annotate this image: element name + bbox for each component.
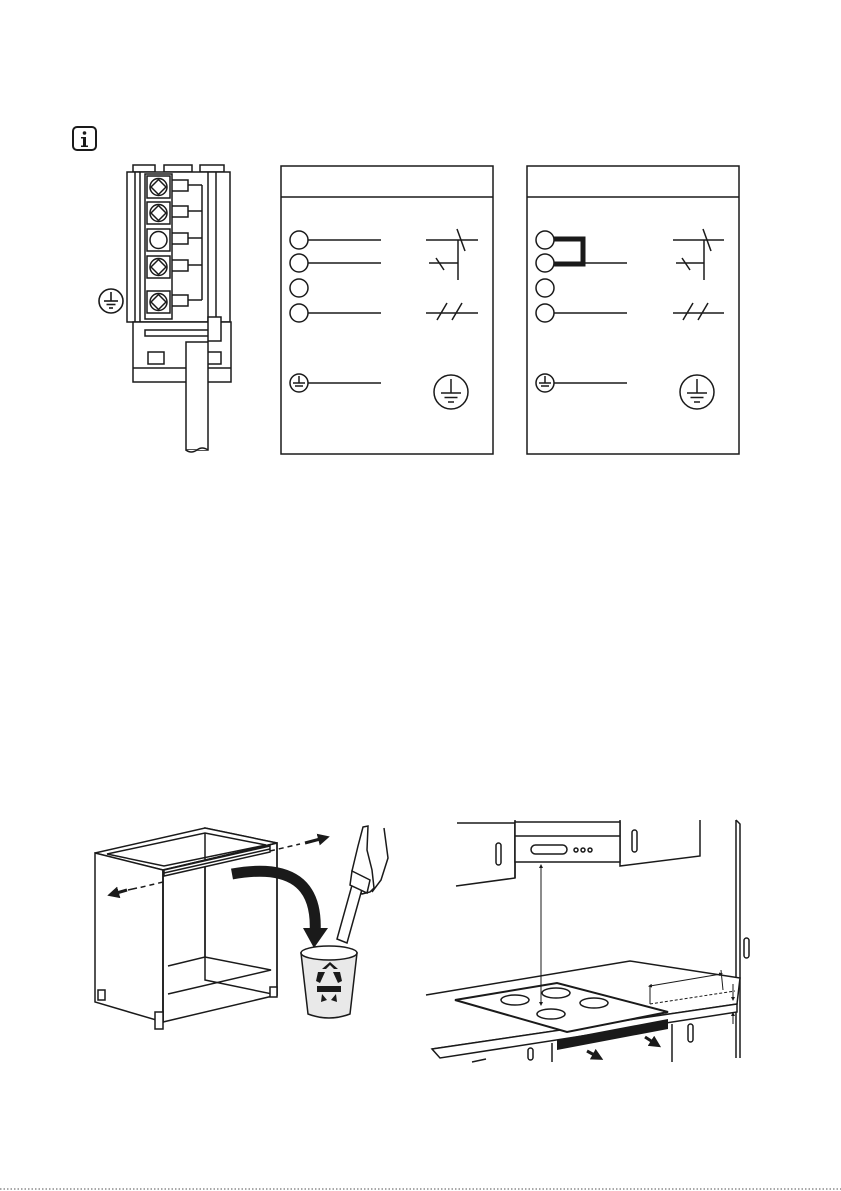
hob-burner (501, 995, 529, 1005)
info-icon (73, 127, 96, 150)
hob-burner (537, 1009, 565, 1019)
hand-holding-bar (337, 826, 388, 943)
earth-ground-icon (99, 289, 123, 313)
kitchen-cabinet (95, 828, 277, 1029)
cable-clamp (133, 317, 231, 382)
wiring-diagram-1 (281, 166, 493, 454)
wiring-diagram-2 (527, 166, 739, 454)
mains-cable (186, 342, 208, 452)
earth-ground-icon (434, 375, 468, 409)
earth-ground-icon (680, 375, 714, 409)
recycle-bin (301, 946, 357, 1018)
hob-burner (580, 998, 608, 1008)
wiring-terminal (290, 279, 308, 297)
wiring-terminal (536, 279, 554, 297)
wiring-terminal (536, 231, 554, 249)
hob-burner (542, 988, 570, 998)
